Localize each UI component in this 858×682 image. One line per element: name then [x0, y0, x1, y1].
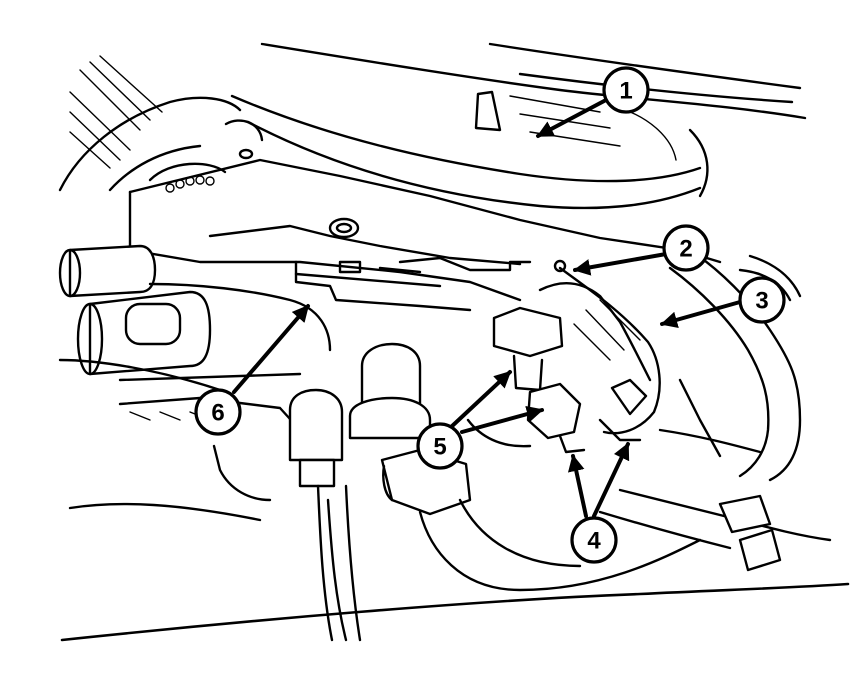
leader-arrow-4a	[567, 454, 588, 518]
callout-4: 4	[570, 516, 618, 564]
callout-3-label: 3	[755, 288, 768, 315]
callout-2-label: 2	[679, 236, 692, 263]
callout-2: 2	[662, 224, 710, 272]
callout-6-label: 6	[211, 400, 224, 427]
leader-arrow-1	[536, 98, 608, 138]
leader-arrow-5a	[448, 370, 512, 430]
leader-arrow-2	[573, 252, 668, 276]
callout-1-label: 1	[619, 78, 632, 105]
callout-5: 5	[416, 422, 464, 470]
callout-arrows	[232, 98, 742, 518]
callout-1: 1	[602, 66, 650, 114]
leader-arrow-5b	[460, 405, 544, 434]
leader-arrow-3	[660, 300, 742, 328]
callout-6: 6	[194, 388, 242, 436]
callout-5-label: 5	[433, 434, 446, 461]
leader-arrow-6	[232, 304, 310, 394]
leader-arrow-4b	[592, 442, 630, 518]
engine-line-art	[58, 42, 850, 642]
callout-3: 3	[738, 276, 786, 324]
callout-4-label: 4	[587, 528, 601, 555]
